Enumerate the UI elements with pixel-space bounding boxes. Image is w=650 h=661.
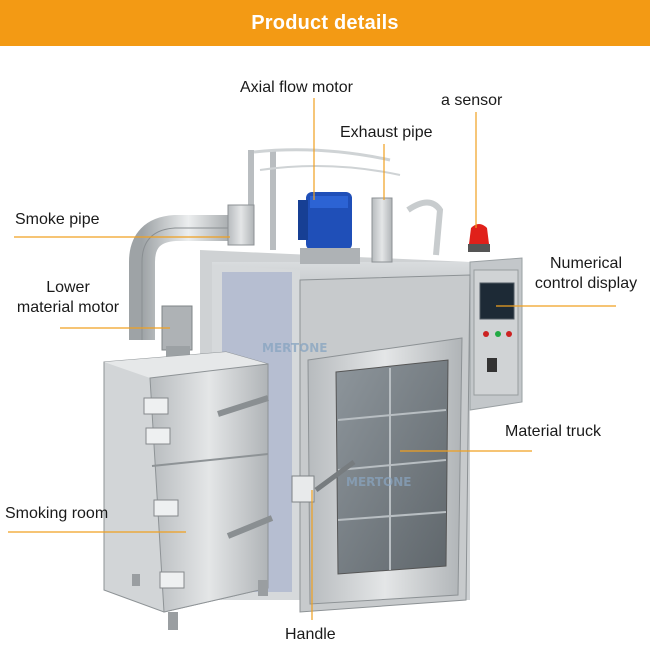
callout-lower-material-motor-line1: Lower	[46, 279, 90, 296]
header-banner: Product details	[0, 0, 650, 46]
control-panel	[473, 269, 519, 396]
main-door	[291, 274, 471, 613]
callout-sensor: a sensor	[441, 92, 503, 109]
callout-numerical-display-line2: control display	[534, 275, 638, 292]
callout-smoke-pipe: Smoke pipe	[15, 211, 100, 228]
leader-lines	[8, 98, 616, 620]
smoking-room-cabinet	[103, 351, 274, 630]
page-title: Product details	[251, 11, 399, 34]
callout-smoking-room: Smoking room	[5, 505, 109, 522]
callout-lower-material-motor: Lower material motor	[10, 278, 126, 318]
exhaust-pipe-shape	[371, 197, 444, 263]
sensor-beacon	[468, 224, 490, 252]
watermark-brand: MERTONE	[262, 341, 327, 355]
callout-numerical-control-display: Numerical control display	[528, 254, 644, 294]
callout-handle: Handle	[285, 626, 336, 643]
callout-numerical-display-line1: Numerical	[549, 255, 622, 272]
callout-material-truck: Material truck	[505, 423, 602, 440]
callout-axial-flow-motor: Axial flow motor	[240, 79, 353, 96]
callout-lower-material-motor-line2: material motor	[16, 299, 120, 316]
callout-exhaust-pipe: Exhaust pipe	[340, 124, 433, 141]
watermark-brand-door: MERTONE	[346, 475, 411, 489]
axial-flow-motor	[298, 192, 360, 264]
